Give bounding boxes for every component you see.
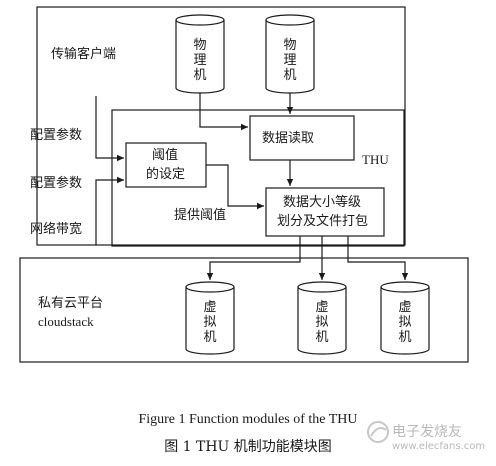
cloudstack-label: cloudstack: [38, 314, 94, 329]
arrow-config-to-threshold: [95, 96, 124, 162]
caption-chinese: 图 1 THU 机制功能模块图: [164, 439, 332, 455]
virtual-machine-3-label: 虚拟机: [398, 300, 412, 345]
physical-machine-2-label: 物理机: [283, 38, 297, 83]
arrow-classify-to-vm1: [206, 236, 301, 280]
private-cloud-label: 私有云平台: [38, 296, 104, 311]
thu-label: THU: [362, 152, 389, 167]
watermark-logo: [367, 421, 389, 443]
physical-machine-1-label: 物理机: [193, 38, 207, 83]
provide-threshold-label: 提供阈值: [174, 208, 227, 223]
bandwidth-label: 网络带宽: [30, 222, 83, 237]
arrow-threshold-to-classify: [206, 164, 264, 210]
config-param-label-1: 配置参数: [30, 128, 83, 143]
classify-box-line1: 数据大小等级: [283, 195, 362, 210]
virtual-machine-1-cylinder: [185, 281, 235, 355]
physical-machine-2-cylinder: [265, 14, 315, 94]
client-label: 传输客户端: [51, 47, 117, 62]
arrow-classify-to-vm3: [347, 236, 409, 280]
virtual-machine-3-cylinder: [380, 281, 430, 355]
data-read-label: 数据读取: [262, 131, 315, 146]
arrow-bandwidth-to-threshold: [95, 176, 124, 245]
threshold-box-line2: 的设定: [146, 167, 186, 182]
virtual-machine-2-label: 虚拟机: [315, 300, 329, 345]
threshold-box-line1: 阈值: [152, 148, 179, 163]
classify-pack-box: [265, 187, 385, 237]
classify-box-line2: 划分及文件打包: [277, 214, 369, 229]
physical-machine-1-cylinder: [175, 14, 225, 94]
config-param-label-2: 配置参数: [30, 176, 83, 191]
watermark-text: 电子发烧友: [392, 424, 462, 440]
client-box: [36, 6, 406, 246]
arrow-physical1-to-read: [199, 93, 248, 131]
virtual-machine-1-label: 虚拟机: [203, 300, 217, 345]
virtual-machine-2-cylinder: [297, 281, 347, 355]
caption-english: Figure 1 Function modules of the THU: [138, 412, 358, 427]
watermark-url: www.elecfans.com: [392, 441, 486, 452]
threshold-setting-box: [125, 142, 207, 188]
private-cloud-box: [19, 257, 469, 363]
thu-box: [111, 109, 405, 247]
data-read-box: [249, 115, 355, 161]
